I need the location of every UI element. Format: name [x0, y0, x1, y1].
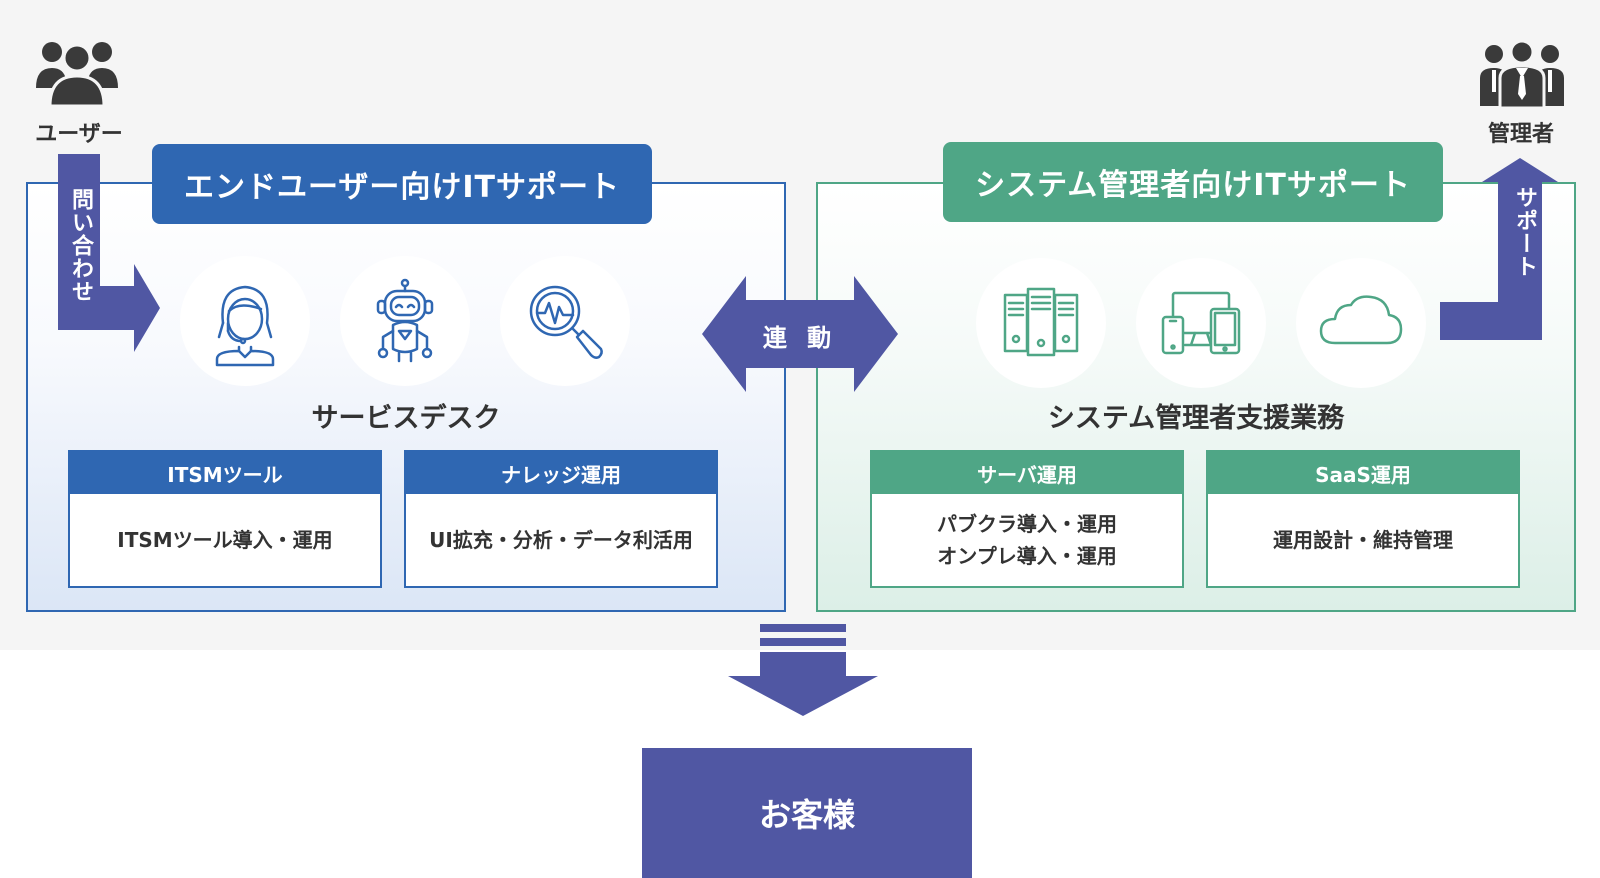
knowledge-ops-card: ナレッジ運用 UI拡充・分析・データ利活用 [404, 450, 718, 588]
server-icon [1003, 287, 1079, 357]
headset-operator-icon [215, 285, 275, 367]
knowledge-ops-card-header: ナレッジ運用 [406, 452, 716, 494]
itsm-tool-card-text: ITSMツール導入・運用 [117, 528, 333, 552]
analysis-circle [500, 256, 630, 386]
service-desk-heading: サービスデスク [311, 403, 501, 434]
admin-support-title: システム管理者向けITサポート [943, 142, 1443, 222]
linkage-label: 連 動 [762, 324, 838, 352]
admin-support-heading: システム管理者支援業務 [1047, 403, 1345, 434]
cloud-circle [1296, 258, 1426, 388]
end-user-support-title: エンドユーザー向けITサポート [152, 144, 652, 224]
itsm-tool-card-header: ITSMツール [70, 452, 380, 494]
down-arrow [728, 624, 878, 716]
server-ops-card: サーバ運用 パブクラ導入・運用 オンプレ導入・運用 [870, 450, 1184, 588]
saas-ops-card-header: SaaS運用 [1208, 452, 1518, 494]
admin-group-icon [1480, 39, 1564, 108]
devices-circle [1136, 258, 1266, 388]
saas-ops-card: SaaS運用 運用設計・維持管理 [1206, 450, 1520, 588]
support-arrow [1440, 158, 1558, 340]
support-arrow-label: サポート [1512, 186, 1537, 278]
robot-circle [340, 256, 470, 386]
saas-ops-card-text: 運用設計・維持管理 [1273, 528, 1453, 552]
users-group-icon [36, 42, 118, 106]
inquiry-arrow [58, 154, 160, 352]
server-circle [976, 258, 1106, 388]
magnifier-pulse-icon [529, 285, 603, 359]
server-ops-card-header: サーバ運用 [872, 452, 1182, 494]
admin-label: 管理者 [1487, 122, 1554, 147]
linkage-double-arrow [702, 276, 898, 392]
itsm-tool-card: ITSMツール ITSMツール導入・運用 [68, 450, 382, 588]
cloud-icon [1319, 295, 1403, 345]
user-label: ユーザー [35, 122, 123, 147]
devices-icon [1161, 291, 1241, 355]
customer-box: お客様 [642, 748, 972, 878]
operator-circle [180, 256, 310, 386]
inquiry-arrow-label: 問い合わせ [68, 188, 93, 303]
robot-icon [376, 278, 434, 363]
server-ops-card-text-1: パブクラ導入・運用 [937, 512, 1117, 536]
server-ops-card-text-2: オンプレ導入・運用 [937, 544, 1117, 568]
knowledge-ops-card-text: UI拡充・分析・データ利活用 [429, 528, 693, 552]
